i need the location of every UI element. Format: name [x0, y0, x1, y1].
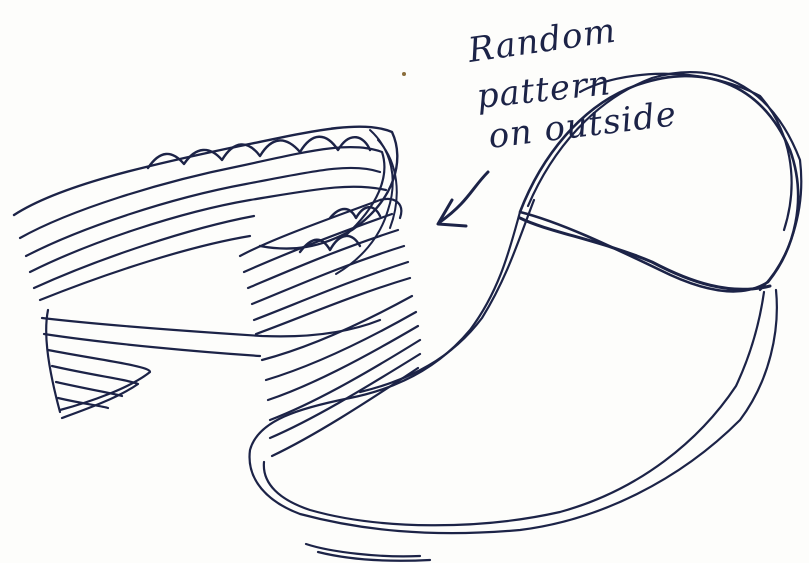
annotation-line-1: Random [465, 11, 619, 71]
layered-ribbon-top [14, 127, 410, 334]
layered-ribbon-bottom [42, 296, 420, 456]
ink-speck [402, 72, 406, 76]
pointer-arrow [438, 172, 488, 226]
